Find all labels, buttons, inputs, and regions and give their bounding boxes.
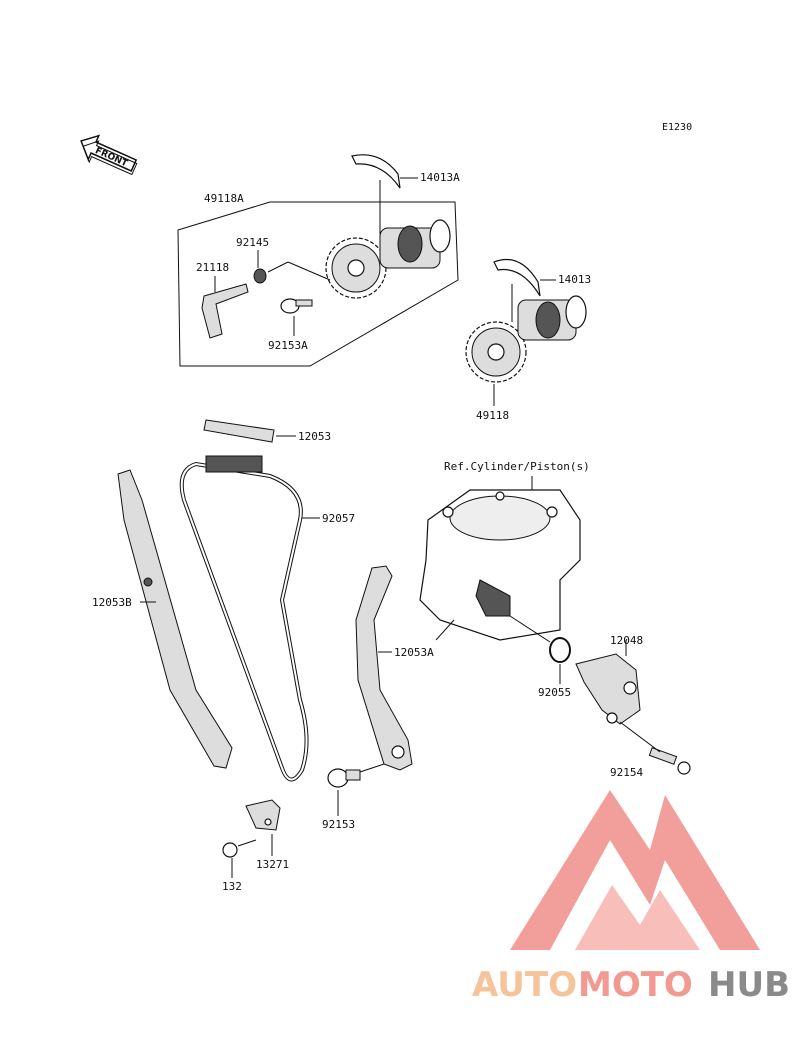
label-12053: 12053 <box>298 430 331 443</box>
tensioner-12048 <box>575 653 641 725</box>
chain-guide-12053A <box>355 565 413 771</box>
diagram-code: E1230 <box>662 122 692 133</box>
label-14013: 14013 <box>558 273 591 286</box>
label-14013A: 14013A <box>420 171 460 184</box>
camshaft-49118A <box>325 219 451 299</box>
label-49118A: 49118A <box>204 192 244 205</box>
bolt-92154 <box>619 721 691 775</box>
bolt-132 <box>222 839 257 878</box>
front-arrow-icon: FRONT <box>80 134 138 176</box>
bolt-92153A <box>280 298 313 336</box>
watermark-text: AUTO MOTO HUB <box>472 965 790 1005</box>
watermark-hub: HUB <box>708 965 790 1005</box>
label-49118: 49118 <box>476 409 509 422</box>
label-92145: 92145 <box>236 236 269 249</box>
label-92055: 92055 <box>538 686 571 699</box>
watermark-logo <box>510 790 760 950</box>
label-132: 132 <box>222 880 242 893</box>
snap-ring-14013A <box>351 154 401 189</box>
label-92057: 92057 <box>322 512 355 525</box>
label-21118: 21118 <box>196 261 229 274</box>
lever-21118 <box>201 276 249 339</box>
label-92153: 92153 <box>322 818 355 831</box>
timing-chain-92057 <box>179 455 309 782</box>
plate-13271 <box>245 799 281 831</box>
watermark-auto: AUTO <box>472 965 577 1005</box>
snap-ring-14013 <box>493 258 541 297</box>
label-reference: Ref.Cylinder/Piston(s) <box>444 460 590 473</box>
chain-guide-12053 <box>203 419 275 443</box>
o-ring-92055 <box>549 637 571 663</box>
bolt-92153 <box>327 763 385 816</box>
bracket-49118A <box>177 201 459 367</box>
camshaft-49118 <box>465 295 587 383</box>
chain-guide-12053B <box>117 469 233 769</box>
cylinder-reference <box>419 489 581 641</box>
watermark-moto: MOTO <box>578 965 693 1005</box>
label-12048: 12048 <box>610 634 643 647</box>
label-13271: 13271 <box>256 858 289 871</box>
label-92154: 92154 <box>610 766 643 779</box>
label-92153A: 92153A <box>268 339 308 352</box>
spring-92145 <box>253 268 267 284</box>
label-12053A: 12053A <box>394 646 434 659</box>
label-12053B: 12053B <box>92 596 132 609</box>
